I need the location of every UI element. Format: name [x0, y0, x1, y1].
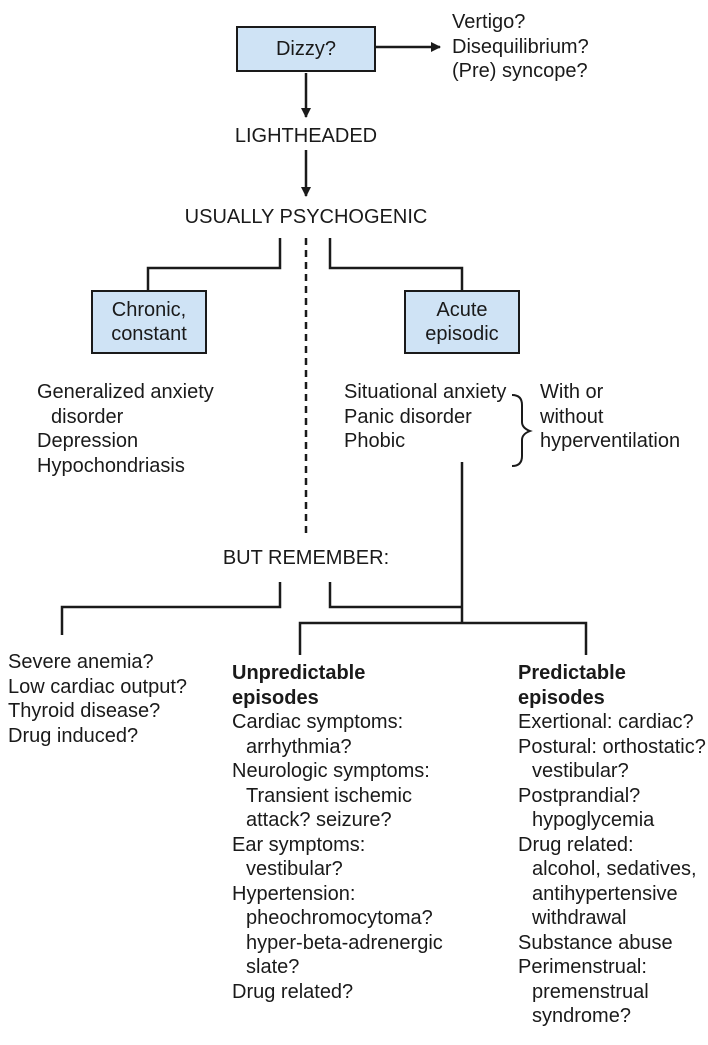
chronic-cause-item: Depression [37, 430, 139, 452]
chronic-box: Chronic, constant [91, 290, 207, 354]
unpredictable-item: Hypertension: [232, 882, 356, 905]
unpredictable-item: Drug related? [232, 980, 354, 1003]
connector-remember-to-episodes [328, 582, 462, 609]
chronic-cause-item: Hypochondriasis [37, 454, 185, 477]
predictable-item: antihypertensive [532, 882, 678, 905]
connector-episodes-split [298, 621, 588, 655]
organic-causes-list: Severe anemia? Low cardiac output? Thyro… [8, 651, 188, 747]
chronic-cause-item: disorder [51, 405, 124, 428]
dizzy-alternatives: Vertigo? Disequilibrium? (Pre) syncope? [452, 11, 589, 82]
predictable-item: premenstrual [532, 980, 649, 1003]
unpredictable-item: hyper-beta-adrenergic [246, 931, 443, 954]
predictable-item: Perimenstrual: [518, 956, 647, 978]
predictable-item: Postprandial? [518, 784, 641, 807]
connector-to-chronic [146, 238, 282, 290]
connector-remember-to-organic [60, 582, 282, 635]
predictable-item: Exertional: cardiac? [518, 711, 694, 733]
hyperventilation-note: With or without hyperventilation [540, 381, 681, 452]
unpredictable-episodes-column: Unpredictable episodes Cardiac symptoms:… [232, 661, 443, 1004]
unpredictable-title-2: episodes [232, 686, 319, 709]
unpredictable-item: arrhythmia? [246, 735, 352, 758]
predictable-item: Substance abuse [518, 931, 673, 954]
predictable-item: syndrome? [532, 1005, 631, 1027]
predictable-title: Predictable [518, 662, 626, 684]
predictable-title-2: episodes [518, 686, 605, 709]
unpredictable-title: Unpredictable [232, 662, 366, 684]
but-remember-label: BUT REMEMBER: [222, 547, 390, 569]
lightheaded-label: LIGHTHEADED [234, 125, 378, 147]
predictable-item: Drug related: [518, 833, 634, 856]
unpredictable-item: pheochromocytoma? [246, 907, 433, 929]
psychogenic-label: USUALLY PSYCHOGENIC [184, 206, 428, 228]
unpredictable-item: Ear symptoms: [232, 833, 366, 856]
unpredictable-item: slate? [246, 956, 300, 978]
chronic-cause-item: Generalized anxiety [37, 381, 214, 403]
unpredictable-item: Cardiac symptoms: [232, 711, 404, 733]
dizzy-box: Dizzy? [236, 26, 376, 72]
predictable-episodes-column: Predictable episodes Exertional: cardiac… [518, 661, 706, 1029]
unpredictable-item: attack? seizure? [246, 809, 392, 831]
acute-box: Acute episodic [404, 290, 520, 354]
brace-icon [511, 394, 533, 467]
unpredictable-item: vestibular? [246, 858, 343, 880]
connector-to-acute [328, 238, 464, 290]
predictable-item: hypoglycemia [532, 809, 655, 831]
unpredictable-item: Neurologic symptoms: [232, 760, 430, 782]
unpredictable-item: Transient ischemic [246, 784, 412, 807]
acute-causes-list: Situational anxiety Panic disorder Phobi… [344, 381, 507, 452]
predictable-item: vestibular? [532, 760, 629, 782]
predictable-item: Postural: orthostatic? [518, 735, 706, 758]
predictable-item: alcohol, sedatives, [532, 858, 697, 880]
predictable-item: withdrawal [532, 907, 627, 929]
